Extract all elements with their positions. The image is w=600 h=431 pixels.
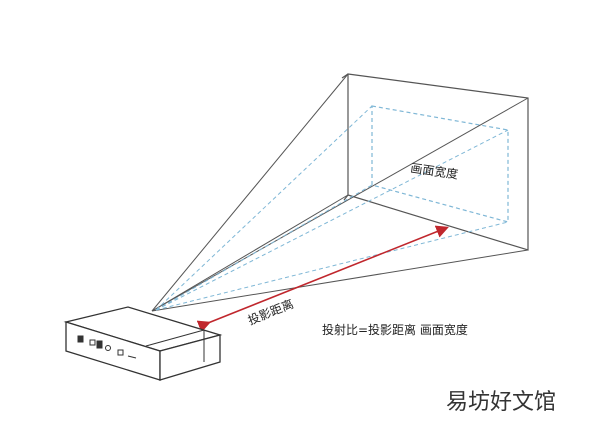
throw-distance-arrow bbox=[196, 225, 449, 333]
projection-cone-dashed bbox=[155, 105, 509, 311]
watermark: 易坊好文馆 bbox=[446, 390, 556, 415]
projection-cone bbox=[151, 73, 529, 312]
projector bbox=[63, 306, 223, 381]
throw-ratio-formula: 投射比=投影距离 画面宽度 bbox=[322, 322, 468, 337]
image-area-dashed bbox=[371, 105, 509, 223]
screen-width-label: 画面宽度 bbox=[410, 160, 460, 182]
throw-distance-label: 投影距离 bbox=[246, 296, 296, 328]
screen-frame bbox=[341, 73, 529, 251]
